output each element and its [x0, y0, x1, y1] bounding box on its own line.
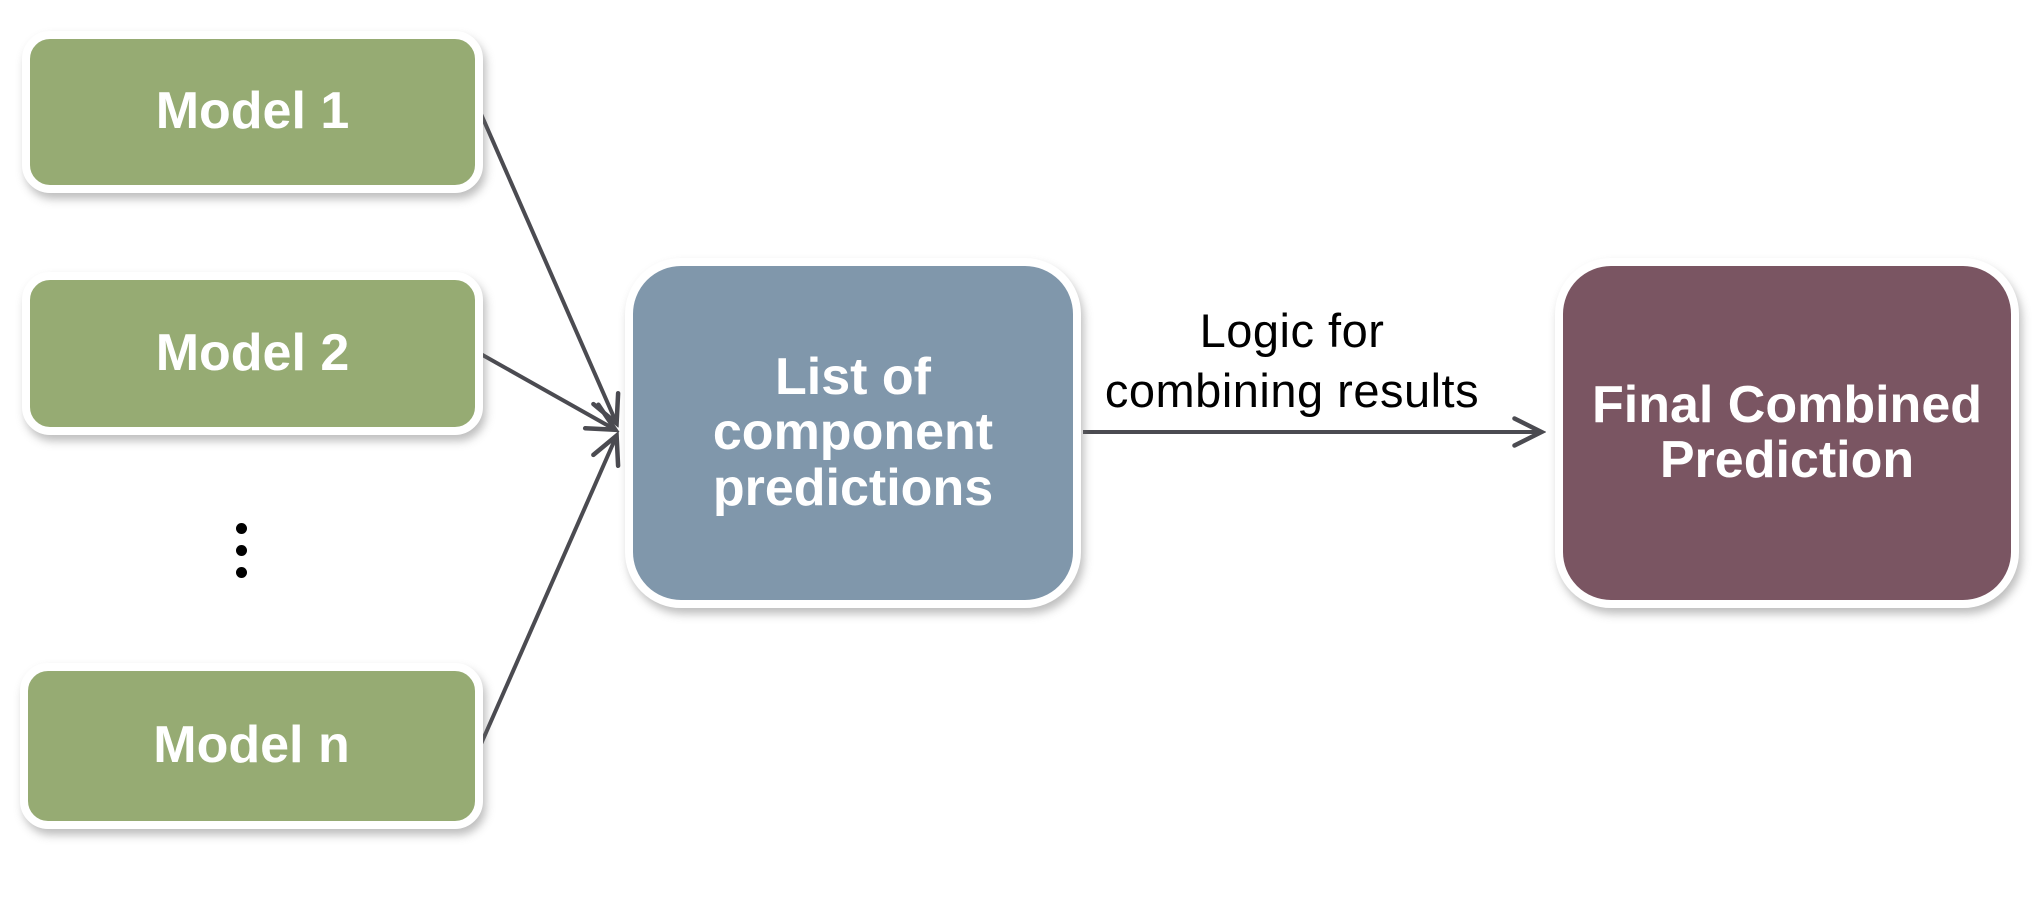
arrow-model-n-to-list: [479, 437, 616, 745]
ellipsis-dot: [236, 523, 247, 534]
node-model-2-label: Model 2: [155, 323, 350, 382]
node-list-label-line: List of: [775, 348, 931, 407]
arrow-label-line: combining results: [1104, 364, 1480, 417]
node-final-label-line: Prediction: [1659, 431, 1915, 489]
ellipsis-dot: [236, 545, 247, 556]
node-model-1: Model 1: [22, 31, 483, 193]
node-model-n-label: Model n: [153, 716, 350, 775]
node-model-n: Model n: [20, 663, 483, 829]
node-list-of-component-predictions: List of component predictions: [625, 258, 1081, 608]
node-final-combined-prediction: Final Combined Prediction: [1555, 258, 2019, 608]
node-list-label-line: component: [712, 403, 994, 462]
arrow-label-line: Logic for: [1199, 304, 1385, 357]
node-model-1-label: Model 1: [155, 82, 350, 141]
arrow-model-1-to-list: [479, 113, 616, 422]
arrow-model-2-to-list: [478, 351, 614, 429]
arrow-label-logic-for-combining-results: Logic for combining results: [1042, 301, 1542, 421]
node-final-label-line: Final Combined: [1592, 375, 1982, 434]
ellipsis-dot: [236, 567, 247, 578]
node-list-label-line: predictions: [712, 458, 994, 517]
node-model-2: Model 2: [22, 272, 483, 435]
